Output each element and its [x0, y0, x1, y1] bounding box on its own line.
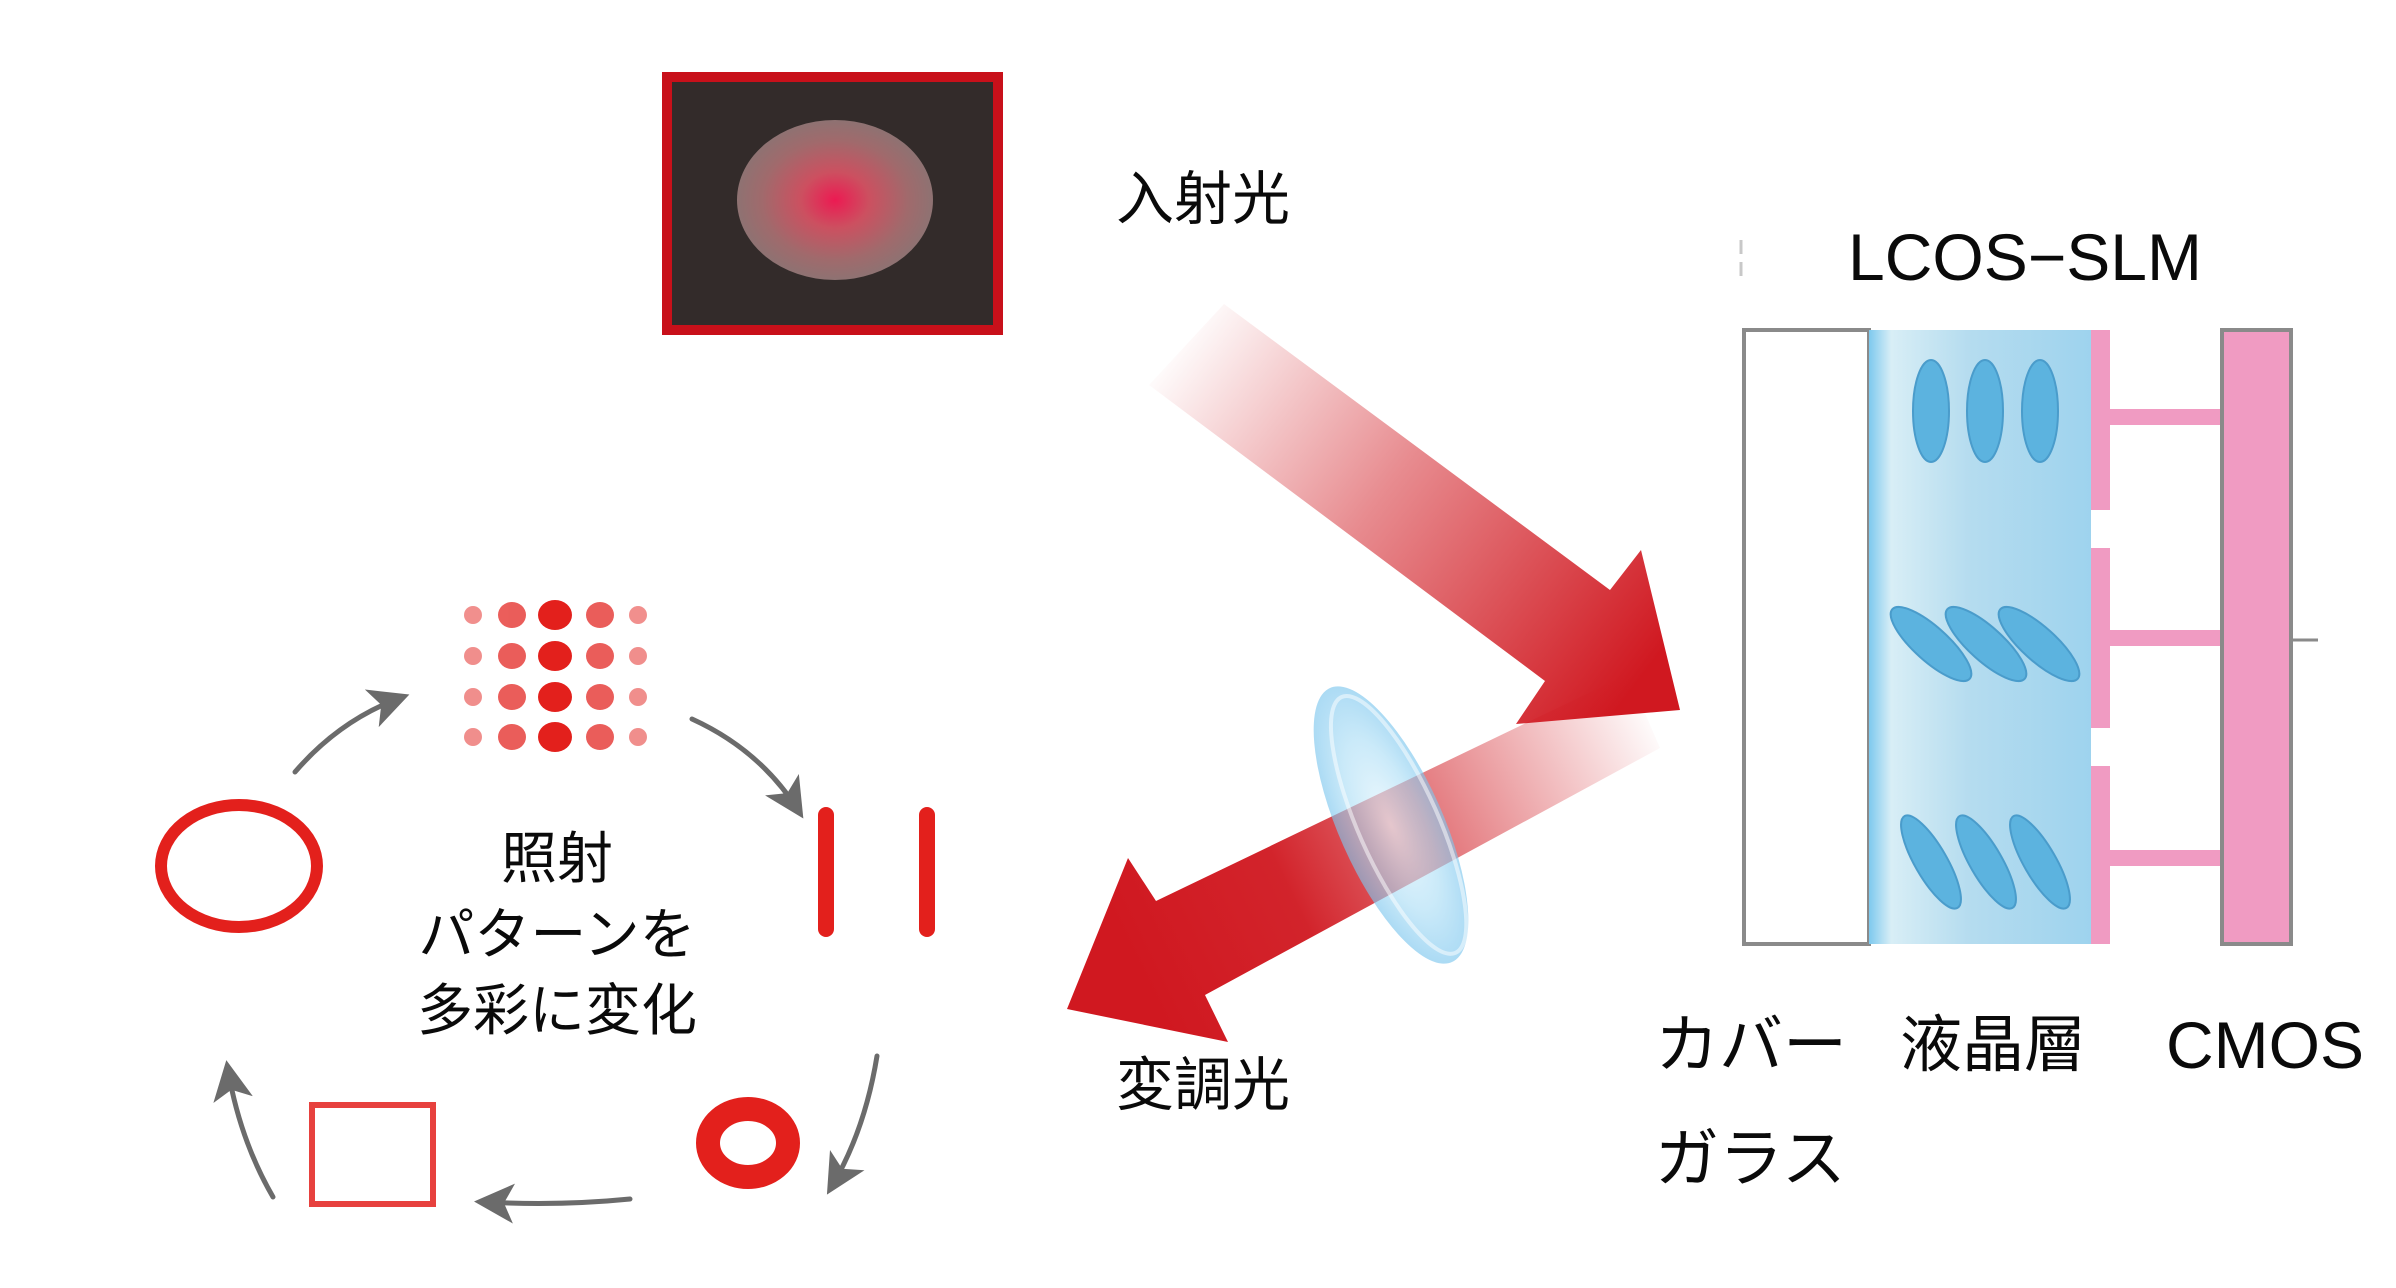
cover-glass-label-line2: ガラス [1655, 1123, 1846, 1197]
lc-molecules-slight-tilt [1900, 814, 2071, 910]
input-beam-image [662, 72, 1003, 335]
lcos-slm-structure [1739, 240, 2318, 946]
caption-line-3: 多彩に変化 [417, 979, 697, 1044]
arrow-thickring-to-square-icon [474, 1183, 633, 1224]
pattern-cycle-caption: 照射 パターンを 多彩に変化 [397, 822, 717, 1050]
cmos-backplane [2220, 328, 2293, 946]
caption-line-2: パターンを [418, 903, 696, 968]
liquid-crystal-layer-label: 液晶層 [1900, 1008, 2087, 1081]
caption-line-1: 照射 [501, 827, 613, 892]
device-title: LCOS−SLM [1848, 220, 2202, 294]
gaussian-spot-icon [737, 120, 933, 280]
pixel-electrodes [2091, 330, 2222, 944]
lens-icon [1313, 686, 1469, 964]
incident-light-label: 入射光 [1116, 165, 1291, 233]
dot-array-pattern-icon [464, 600, 647, 752]
cover-glass [1742, 328, 1871, 946]
cmos-label: CMOS [2166, 1008, 2364, 1082]
pattern-cycle [155, 600, 935, 1224]
arrow-ring-to-dots-icon [292, 689, 410, 775]
arrow-lines-to-thickring-icon [826, 1053, 880, 1195]
ring-pattern-icon [155, 799, 323, 933]
double-line-pattern-icon [818, 807, 935, 937]
cycle-arrows [213, 689, 880, 1224]
arrow-dots-to-lines-icon [689, 716, 804, 819]
lc-molecules-vertical [1912, 359, 2059, 463]
lc-molecules-tilted [1889, 605, 2081, 683]
square-pattern-icon [309, 1102, 436, 1207]
cover-glass-label-line1: カバー [1655, 1009, 1847, 1083]
arrow-square-to-ring-icon [213, 1060, 276, 1200]
thick-ring-pattern-icon [696, 1097, 800, 1189]
incident-light-arrow [1149, 304, 1680, 724]
modulated-light-label: 変調光 [1116, 1051, 1291, 1119]
